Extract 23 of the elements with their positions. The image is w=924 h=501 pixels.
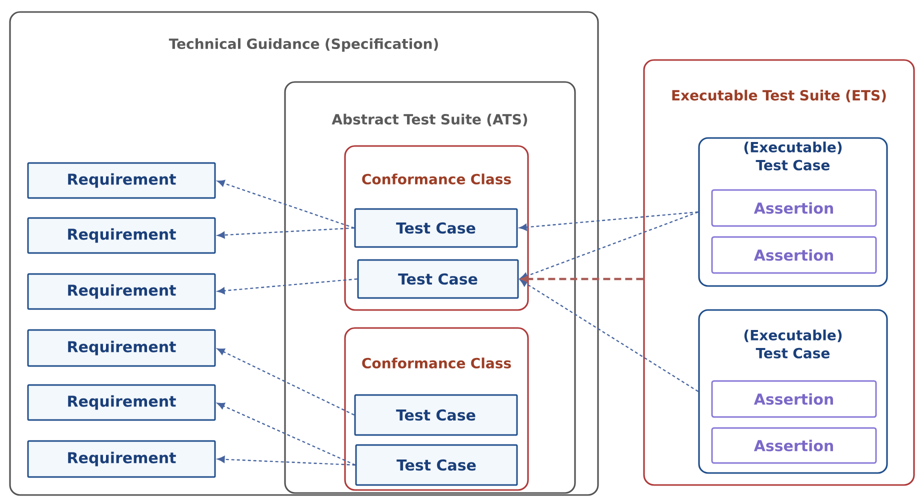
process-box: Assertion (711, 427, 877, 464)
process-box: Test Case (354, 394, 518, 436)
process-box: Test Case (355, 444, 518, 486)
arrow (217, 227, 354, 238)
arrow (520, 211, 698, 280)
process-box: Assertion (711, 380, 877, 418)
process-box: Test Case (357, 259, 519, 299)
process-box: Requirement (27, 217, 216, 254)
process-box: Test Case (354, 208, 518, 248)
arrow (217, 180, 354, 229)
process-box: Requirement (27, 162, 216, 199)
arrow (520, 280, 699, 392)
arrow (217, 348, 355, 416)
process-box: Assertion (711, 236, 877, 274)
process-box: Requirement (27, 440, 216, 478)
arrow (519, 211, 698, 231)
process-box: Requirement (27, 329, 216, 367)
arrow (217, 402, 356, 466)
arrow (217, 456, 356, 466)
process-box: Requirement (27, 384, 216, 421)
arrow (521, 276, 644, 282)
process-box: Requirement (27, 273, 216, 310)
process-box: Assertion (711, 189, 877, 227)
